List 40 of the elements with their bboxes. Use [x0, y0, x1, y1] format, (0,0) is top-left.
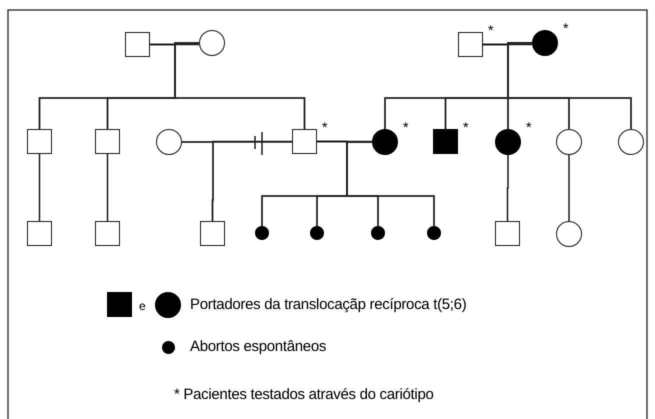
asterisk-mark: * — [488, 23, 494, 37]
asterisk-mark: * — [322, 120, 328, 134]
carrier-female-circle — [495, 129, 521, 155]
legend-text: Portadores da translocaçãp recíproca t(5;6) — [190, 296, 466, 314]
carrier-male-square — [433, 129, 458, 154]
male-square — [27, 129, 52, 154]
carrier-female-circle — [372, 129, 398, 155]
asterisk-mark: * — [563, 21, 568, 35]
legend-text: Abortos espontâneos — [190, 338, 326, 356]
male-square — [125, 32, 150, 57]
female-circle — [618, 129, 644, 155]
conjunction-text: e — [139, 298, 146, 315]
female-circle — [556, 129, 582, 155]
male-square — [200, 221, 225, 246]
miscarriage-dot — [371, 226, 385, 240]
male-square — [292, 129, 317, 154]
legend-text: * Pacientes testados através do cariótipo — [174, 386, 434, 404]
asterisk-mark: * — [403, 120, 408, 134]
male-square — [27, 221, 52, 246]
descent-line — [506, 155, 509, 221]
asterisk-mark: * — [526, 120, 532, 134]
male-square — [95, 129, 120, 154]
descent-line — [507, 42, 632, 129]
female-circle — [556, 221, 582, 247]
descent-line — [568, 155, 570, 221]
female-circle — [156, 129, 182, 155]
male-square — [458, 32, 483, 57]
descent-line — [346, 141, 435, 226]
descent-line — [174, 42, 306, 129]
miscarriage-dot — [310, 226, 324, 240]
male-square — [495, 221, 520, 246]
female-circle — [199, 30, 225, 56]
male-square — [95, 221, 120, 246]
descent-line — [38, 154, 40, 221]
miscarriage-dot — [427, 226, 441, 240]
carrier-female-circle — [532, 30, 558, 56]
miscarriage-dot — [255, 226, 269, 240]
descent-line — [106, 154, 108, 221]
descent-line — [212, 140, 292, 221]
asterisk-mark: * — [463, 120, 468, 134]
